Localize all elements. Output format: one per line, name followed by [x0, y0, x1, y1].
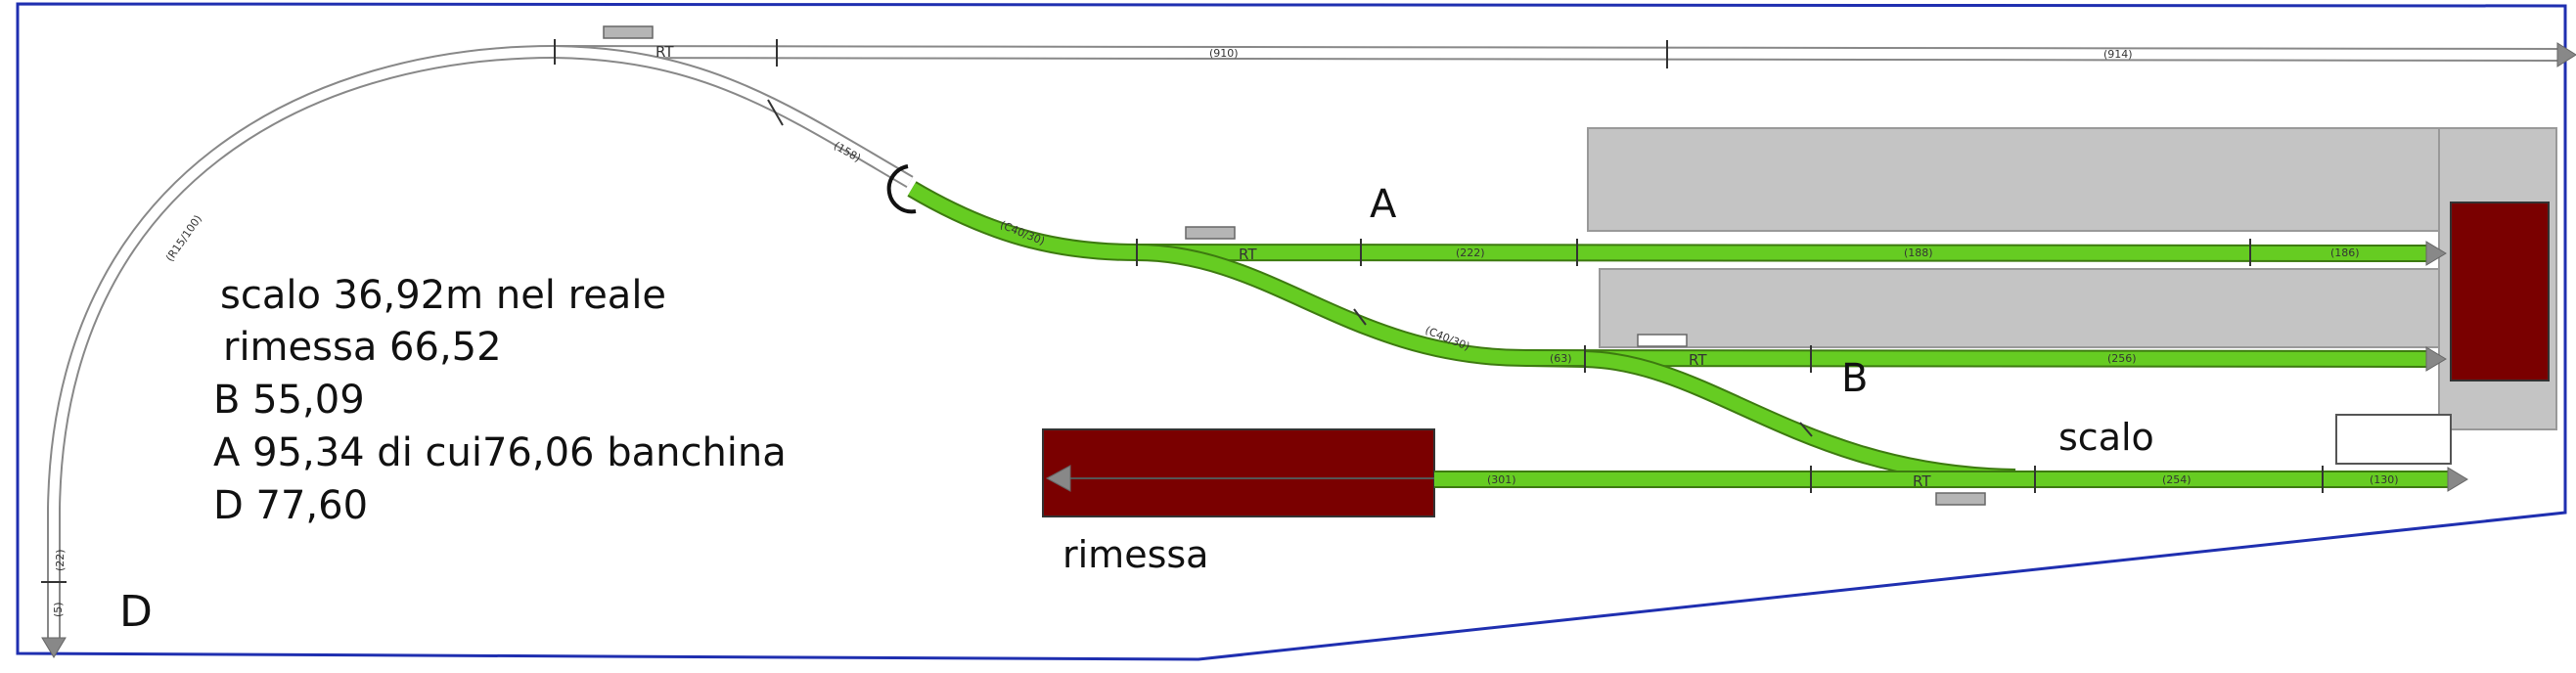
n63-label: (63) — [1550, 352, 1572, 365]
rt-top-label: RT — [655, 43, 674, 61]
inactive-joints — [41, 39, 1668, 583]
n130-label: (130) — [2370, 473, 2399, 486]
n914-label: (914) — [2103, 48, 2133, 61]
note-d: D 77,60 — [213, 483, 368, 528]
rt-a-label: RT — [1239, 246, 1257, 263]
label-a: A — [1370, 182, 1397, 227]
layout-border — [16, 2, 2567, 661]
platform-building-b — [1599, 268, 2442, 348]
annex-box — [2335, 414, 2452, 465]
n15100-label: (R15/100) — [163, 212, 204, 263]
n22-label: (22) — [54, 549, 67, 571]
n222-label: (222) — [1456, 247, 1485, 259]
arrow-rimessa — [1045, 465, 1071, 492]
arrow-top-right — [2556, 42, 2576, 67]
n254-label: (254) — [2162, 473, 2192, 486]
platform-building-a — [1587, 127, 2442, 232]
n910-label: (910) — [1209, 47, 1239, 60]
note-a: A 95,34 di cui76,06 banchina — [213, 430, 787, 475]
track-end-arrows — [41, 42, 2576, 658]
track-curve-scalo — [1584, 350, 2016, 486]
tunnel-portal — [886, 164, 917, 214]
notes-block: scalo 36,92m nel reale rimessa 66,52 B 5… — [213, 273, 787, 528]
n5-label: (5) — [52, 602, 65, 617]
note-b: B 55,09 — [213, 378, 365, 423]
arrow-b — [2425, 346, 2447, 372]
label-scalo: scalo — [2058, 416, 2154, 459]
arrow-d — [41, 637, 67, 658]
active-tracks — [907, 181, 2451, 488]
inactive-tracks — [47, 45, 2562, 641]
n188-label: (188) — [1904, 247, 1933, 259]
n256-label: (256) — [2107, 352, 2137, 365]
label-d: D — [119, 587, 153, 637]
marker-b — [1637, 334, 1688, 347]
track-curve-b — [1136, 244, 1586, 368]
marker-top — [603, 25, 654, 39]
arrow-scalo — [2447, 467, 2468, 492]
station-building-core — [2450, 202, 2550, 381]
label-rimessa: rimessa — [1062, 533, 1208, 576]
rt-bottom-label: RT — [1913, 472, 1931, 490]
marker-bottom — [1935, 492, 1986, 506]
arrow-a — [2425, 241, 2447, 266]
note-rimessa: rimessa 66,52 — [223, 325, 502, 370]
n186-label: (186) — [2330, 247, 2360, 259]
marker-a — [1185, 226, 1236, 240]
note-scalo: scalo 36,92m nel reale — [220, 273, 666, 318]
rimessa-building — [1042, 428, 1435, 517]
rt-b-label: RT — [1689, 351, 1707, 369]
n301-label: (301) — [1487, 473, 1516, 486]
label-b: B — [1841, 356, 1868, 401]
active-joints — [1136, 239, 2324, 493]
